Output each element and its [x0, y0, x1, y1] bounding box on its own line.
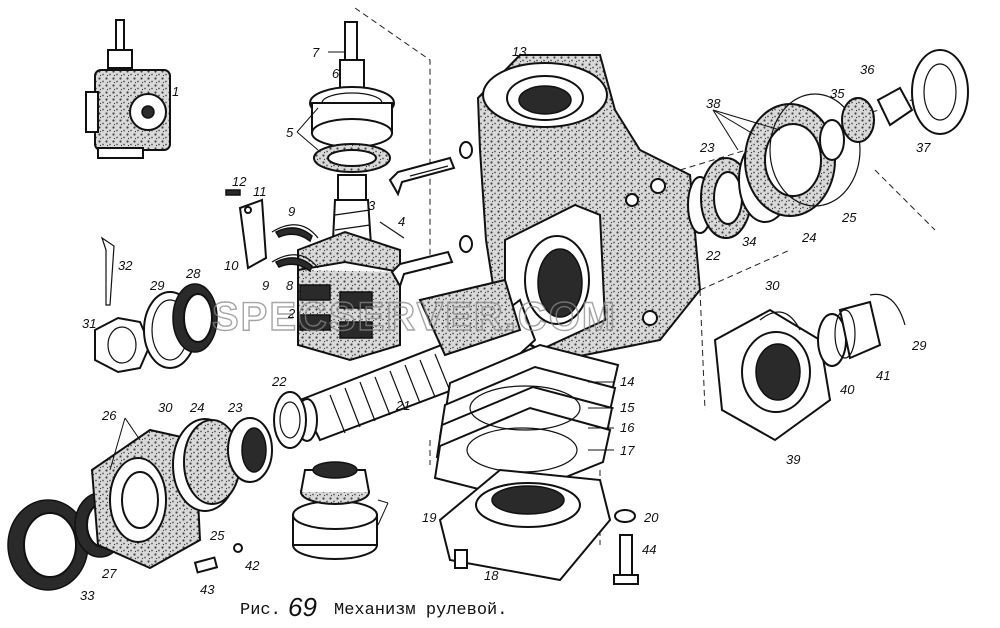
right-lower-parts — [713, 293, 906, 442]
figure-caption: Рис. 69 Механизм рулевой. — [240, 592, 507, 622]
callout-37: 37 — [916, 140, 931, 155]
callout-14: 14 — [620, 374, 634, 389]
callout-25-left: 25 — [209, 528, 225, 543]
left-end-parts — [7, 391, 307, 591]
callout-34: 34 — [742, 234, 756, 249]
callout-15: 15 — [620, 400, 635, 415]
callout-32: 32 — [118, 258, 133, 273]
callout-9-lower: 9 — [262, 278, 269, 293]
callout-17: 17 — [620, 443, 635, 458]
assembled-steering-gear — [85, 19, 171, 159]
callout-18: 18 — [484, 568, 499, 583]
sector-bearing — [292, 461, 378, 560]
callout-33: 33 — [80, 588, 95, 603]
callout-numbers: 1 2 3 4 5 6 7 8 9 9 10 11 12 13 14 15 16… — [80, 44, 931, 603]
callout-41: 41 — [876, 368, 890, 383]
callout-10: 10 — [224, 258, 239, 273]
callout-2: 2 — [287, 306, 296, 321]
cover-gaskets — [433, 343, 620, 500]
callout-7: 7 — [312, 45, 320, 60]
castle-nut-and-seal — [94, 283, 218, 374]
callout-43: 43 — [200, 582, 215, 597]
callout-23-right: 23 — [699, 140, 715, 155]
callout-3: 3 — [368, 198, 376, 213]
callout-13: 13 — [512, 44, 527, 59]
input-shaft-assembly — [309, 21, 395, 261]
callout-36: 36 — [860, 62, 875, 77]
callout-6: 6 — [332, 66, 340, 81]
ball-nut-rack — [297, 230, 401, 362]
callout-25-right: 25 — [841, 210, 857, 225]
callout-31: 31 — [82, 316, 96, 331]
callout-30-right: 30 — [765, 278, 780, 293]
callout-4: 4 — [398, 214, 405, 229]
callout-29-left: 29 — [149, 278, 164, 293]
callout-20: 20 — [643, 510, 659, 525]
callout-9-upper: 9 — [288, 204, 295, 219]
callout-42: 42 — [245, 558, 260, 573]
callout-35: 35 — [830, 86, 845, 101]
leader-lines — [109, 51, 781, 526]
callout-40: 40 — [840, 382, 855, 397]
callout-22-right: 22 — [705, 248, 721, 263]
cotter-pin — [100, 236, 115, 306]
callout-27: 27 — [101, 566, 117, 581]
callout-16: 16 — [620, 420, 635, 435]
main-housing — [476, 54, 702, 362]
watermark-text: SPECSERVER.COM — [212, 295, 617, 339]
callout-19: 19 — [422, 510, 436, 525]
callout-38: 38 — [706, 96, 721, 111]
caption-number: 69 — [288, 592, 317, 622]
cover-bolts — [379, 141, 473, 289]
callout-23-left: 23 — [227, 400, 243, 415]
callout-26: 26 — [101, 408, 117, 423]
callout-39: 39 — [786, 452, 800, 467]
callout-12: 12 — [232, 174, 247, 189]
callout-30-left: 30 — [158, 400, 173, 415]
callout-11: 11 — [253, 184, 267, 199]
caption-title: Механизм рулевой. — [334, 601, 507, 620]
caption-prefix: Рис. — [240, 601, 281, 620]
callout-28: 28 — [185, 266, 201, 281]
callout-22-left: 22 — [271, 374, 287, 389]
callout-5-top: 5 — [286, 125, 294, 140]
callout-8: 8 — [286, 278, 294, 293]
callout-29-right: 29 — [911, 338, 926, 353]
side-cover — [438, 468, 639, 585]
callout-44: 44 — [642, 542, 656, 557]
callout-24-left: 24 — [189, 400, 204, 415]
callout-24-right: 24 — [801, 230, 816, 245]
callout-21: 21 — [395, 398, 410, 413]
sector-shaft — [296, 278, 537, 442]
ball-guides — [225, 189, 319, 273]
right-end-parts — [687, 49, 969, 239]
callout-1: 1 — [172, 84, 179, 99]
